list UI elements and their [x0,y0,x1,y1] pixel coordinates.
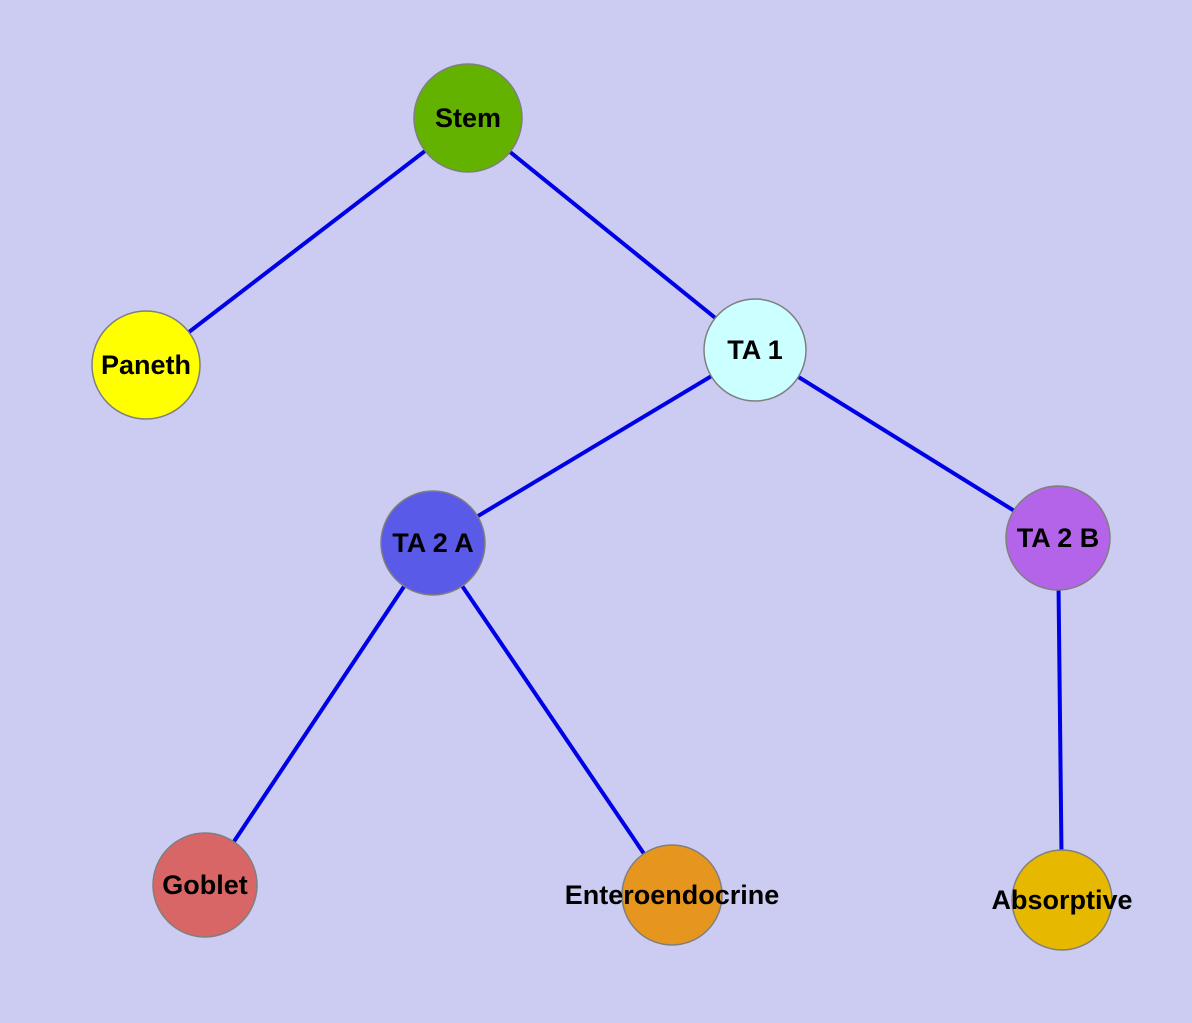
node-label-ta2a: TA 2 A [392,528,474,558]
node-stem [413,63,523,173]
node-goblet [152,832,258,938]
node-label-ta1: TA 1 [727,335,783,365]
node-ta2a [380,490,486,596]
edge-stem-paneth [144,116,470,367]
node-label-stem: Stem [435,103,501,133]
node-label-paneth: Paneth [101,350,191,380]
node-label-ta2b: TA 2 B [1017,523,1100,553]
node-label-goblet: Goblet [162,870,248,900]
edge-ta1-ta2b [753,348,1060,540]
edges-layer [144,116,1064,901]
node-label-enteroendocrine: Enteroendocrine [565,880,780,910]
edge-stem-ta1 [466,116,757,352]
node-enteroendocrine [621,844,723,946]
node-paneth [91,310,201,420]
node-label-absorptive: Absorptive [991,885,1132,915]
node-absorptive [1011,849,1113,951]
node-ta2b [1005,485,1111,591]
edge-ta2a-enteroendocrine [431,541,674,897]
edge-ta2b-absorptive [1056,537,1064,901]
edge-ta1-ta2a [431,348,757,545]
edge-ta2a-goblet [203,541,435,887]
nodes-layer [91,63,1113,951]
node-ta1 [703,298,807,402]
